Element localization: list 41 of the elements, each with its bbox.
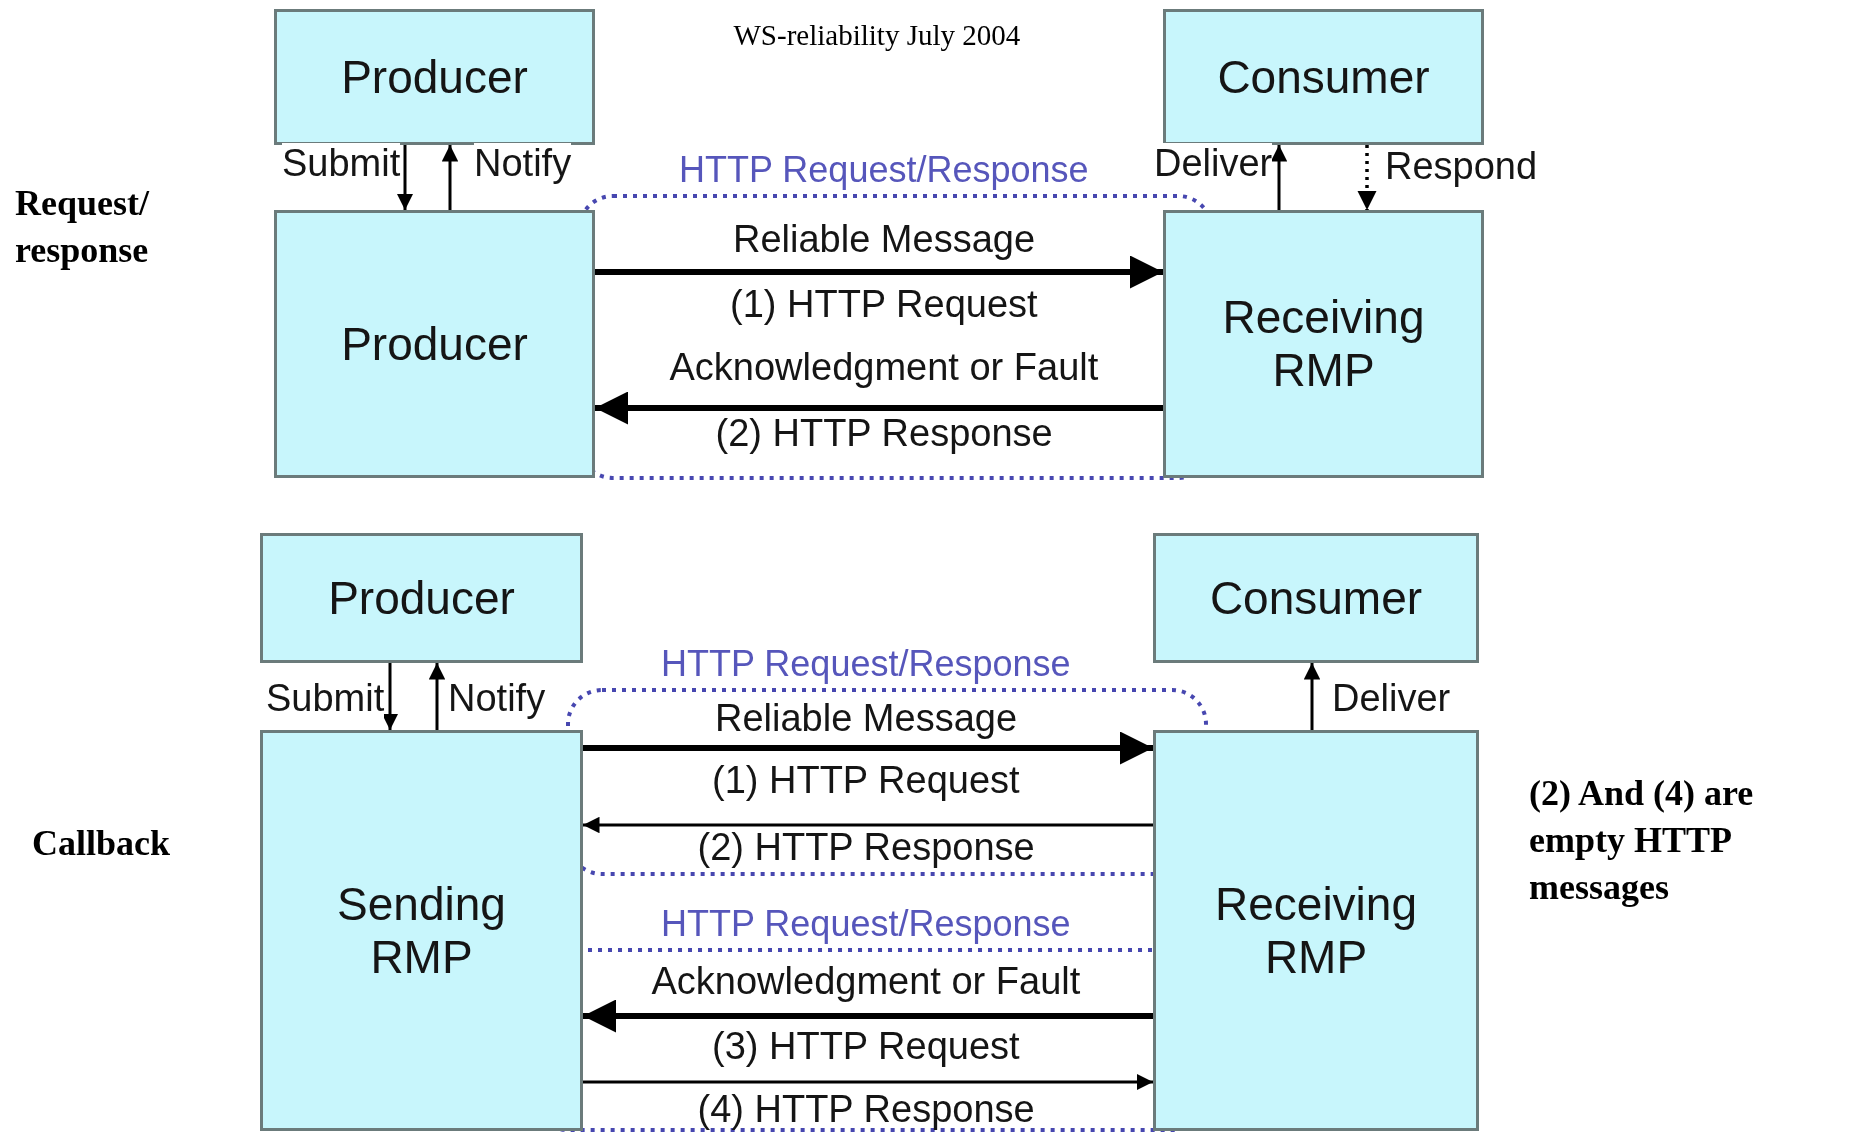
arrow bbox=[583, 731, 1153, 765]
arrow bbox=[396, 145, 414, 210]
arrow bbox=[595, 391, 1163, 425]
message-label: (1) HTTP Request bbox=[730, 284, 1038, 326]
process-box bbox=[1153, 533, 1479, 663]
arrow bbox=[583, 1073, 1153, 1091]
message-label: (1) HTTP Request bbox=[712, 760, 1020, 802]
side-label: Callback bbox=[32, 822, 172, 865]
box-label: Consumer bbox=[1216, 50, 1431, 104]
arrow bbox=[1357, 145, 1377, 210]
arrow bbox=[595, 255, 1163, 289]
process-box bbox=[1163, 9, 1484, 145]
arrow bbox=[1303, 663, 1321, 730]
side-label: Request/ response bbox=[15, 182, 151, 272]
process-box bbox=[1153, 730, 1479, 1131]
frame-heading: HTTP Request/Response bbox=[661, 904, 1071, 944]
message-label: (4) HTTP Response bbox=[697, 1089, 1035, 1131]
edge-label: Notify bbox=[474, 143, 572, 185]
process-box bbox=[274, 9, 595, 145]
box-label: Consumer bbox=[1208, 571, 1424, 625]
frame-heading: HTTP Request/Response bbox=[679, 150, 1089, 190]
arrow bbox=[441, 145, 459, 210]
message-label: (2) HTTP Response bbox=[697, 827, 1035, 869]
box-label: Producer bbox=[340, 50, 529, 104]
message-label: (3) HTTP Request bbox=[712, 1026, 1020, 1068]
frame-heading: HTTP Request/Response bbox=[661, 644, 1071, 684]
box-label: Producer bbox=[340, 317, 529, 371]
arrow bbox=[428, 663, 446, 730]
arrow bbox=[583, 816, 1153, 834]
box-label: Receiving RMP bbox=[1221, 291, 1426, 397]
message-label: (2) HTTP Response bbox=[715, 413, 1053, 455]
note: (2) And (4) are empty HTTP messages bbox=[1529, 772, 1755, 909]
process-box bbox=[274, 210, 595, 478]
process-box bbox=[260, 730, 583, 1131]
process-box bbox=[1163, 210, 1484, 478]
title: WS-reliability July 2004 bbox=[733, 18, 1021, 53]
process-box bbox=[260, 533, 583, 663]
box-label: Producer bbox=[327, 571, 516, 625]
box-label: Receiving RMP bbox=[1214, 877, 1418, 984]
box-label: Sending RMP bbox=[336, 877, 507, 984]
arrow bbox=[583, 999, 1153, 1033]
